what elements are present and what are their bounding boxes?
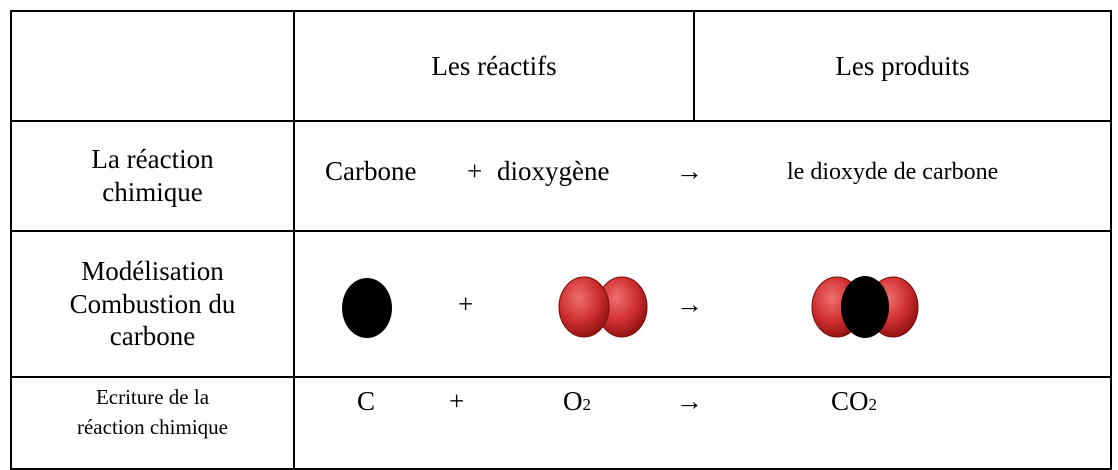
eq-carbon: C <box>357 386 376 416</box>
eq-product: CO2 <box>831 386 877 417</box>
product-co2: le dioxyde de carbone <box>787 159 999 185</box>
plus-sign: + <box>467 156 483 186</box>
equation-cell: C + O2 → CO2 <box>293 376 1112 470</box>
reaction-table: Les réactifs Les produits La réaction ch… <box>10 10 1112 470</box>
carbon-dioxide-molecule-icon <box>811 276 919 338</box>
reactants-header: Les réactifs <box>293 10 695 122</box>
model-label-line2: Combustion du <box>69 288 236 319</box>
reaction-row: La réaction chimique Carbone + dioxygène… <box>10 120 1112 232</box>
eq-oxygen: O2 <box>563 386 591 417</box>
reaction-label-line1: La réaction <box>91 144 214 175</box>
reaction-words-cell: Carbone + dioxygène → le dioxyde de carb… <box>293 120 1112 232</box>
model-row: Modélisation Combustion du carbone + → <box>10 230 1112 378</box>
equation-row: Ecriture de la réaction chimique C + O2 … <box>10 376 1112 470</box>
header-row: Les réactifs Les produits <box>10 10 1112 122</box>
model-plus-sign: + <box>458 289 474 319</box>
carbon-atom-icon <box>342 278 392 338</box>
equation-label-line1: Ecriture de la <box>95 385 210 409</box>
eq-plus: + <box>449 386 465 416</box>
model-row-label: Modélisation Combustion du carbone <box>10 230 295 378</box>
eq-product-subscript: 2 <box>868 395 878 414</box>
model-arrow: → <box>676 289 703 319</box>
eq-oxygen-symbol: O <box>563 386 583 416</box>
equation-row-label: Ecriture de la réaction chimique <box>10 376 295 470</box>
reaction-arrow: → <box>676 156 703 186</box>
reaction-label-line2: chimique <box>102 177 203 207</box>
eq-oxygen-subscript: 2 <box>582 395 592 414</box>
model-cell: + → <box>293 230 1112 378</box>
products-header: Les produits <box>693 10 1112 122</box>
reactant-carbon: Carbone <box>325 156 417 186</box>
empty-header-cell <box>10 10 295 122</box>
reactants-label: Les réactifs <box>431 50 557 81</box>
dioxygen-molecule-icon <box>558 276 648 338</box>
model-label-line3: carbone <box>109 321 196 352</box>
reaction-row-label: La réaction chimique <box>10 120 295 232</box>
equation-label-line2: réaction chimique <box>76 415 229 440</box>
products-label: Les produits <box>835 50 970 81</box>
eq-arrow: → <box>676 386 703 416</box>
reactant-dioxygen: dioxygène <box>497 156 610 186</box>
model-label-line1: Modélisation <box>81 255 224 286</box>
eq-product-symbol: CO <box>831 386 869 416</box>
